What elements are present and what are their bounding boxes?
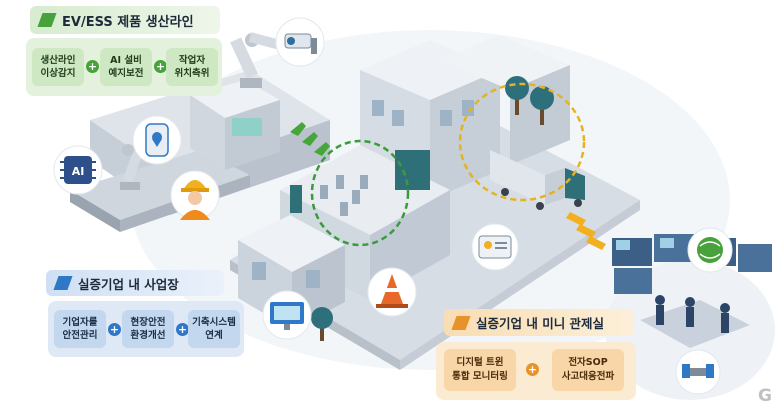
item-line1: 작업자 xyxy=(178,55,206,66)
worksite-title-bar: 실증기업 내 사업장 xyxy=(46,270,224,296)
section-marker-icon xyxy=(53,276,73,290)
location-tag-icon xyxy=(132,115,182,165)
worksite-item-1: 기업자를 안전관리 xyxy=(54,310,106,348)
plus-icon: + xyxy=(526,363,539,376)
item-line2: 통합 모니터링 xyxy=(452,371,508,382)
plus-icon: + xyxy=(86,60,99,73)
item-line1: 기축시스템 xyxy=(192,317,236,328)
production-line-item-1: 생산라인 이상감지 xyxy=(32,48,84,86)
control-room xyxy=(605,227,775,400)
globe-icon xyxy=(687,227,733,273)
item-line1: 전자SOP xyxy=(568,357,608,368)
id-card-icon xyxy=(471,223,519,271)
traffic-cone-icon xyxy=(367,267,417,317)
watermark: G xyxy=(758,386,772,406)
production-line-item-2: AI 설비 예지보전 xyxy=(100,48,152,86)
production-line-title: EV/ESS 제품 생산라인 xyxy=(62,14,194,30)
item-line1: 생산라인 xyxy=(40,55,76,66)
item-line1: AI 설비 xyxy=(110,55,142,66)
truck-icon xyxy=(490,150,585,210)
item-line2: 위치측위 xyxy=(174,68,210,79)
control-room-item-1: 디지털 트윈 통합 모니터링 xyxy=(444,349,516,391)
item-line2: 사고대응전파 xyxy=(561,371,615,382)
worksite-item-3: 기축시스템 연계 xyxy=(188,310,240,348)
monitor-icon xyxy=(262,290,312,340)
production-line-area: AI xyxy=(53,17,330,232)
robot-arm-icon xyxy=(120,144,144,190)
plus-icon: + xyxy=(176,323,189,336)
production-line-item-3: 작업자 위치측위 xyxy=(166,48,218,86)
tree-icon xyxy=(505,76,554,125)
flow-arrow-icon xyxy=(290,122,330,156)
satellite-icon xyxy=(675,349,721,395)
section-marker-icon xyxy=(451,315,471,330)
item-line1: 현장안전 xyxy=(130,317,166,328)
item-line1: 기업자를 xyxy=(62,317,98,328)
worker-icon xyxy=(170,170,220,220)
item-line2: 예지보전 xyxy=(108,68,144,79)
worksite-item-2: 현장안전 환경개선 xyxy=(122,310,174,348)
item-line2: 연계 xyxy=(205,330,223,341)
control-room-item-2: 전자SOP 사고대응전파 xyxy=(552,349,624,391)
green-focus-circle xyxy=(310,139,410,247)
flow-arrow-icon xyxy=(566,212,606,250)
item-line1: 디지털 트윈 xyxy=(456,357,504,368)
plus-icon: + xyxy=(154,60,167,73)
cctv-icon xyxy=(275,17,325,67)
production-line-title-bar: EV/ESS 제품 생산라인 xyxy=(30,6,220,34)
section-marker-icon xyxy=(37,13,57,27)
item-line2: 이상감지 xyxy=(40,68,76,79)
worksite-title: 실증기업 내 사업장 xyxy=(78,276,179,292)
svg-text:AI: AI xyxy=(72,165,85,178)
item-line2: 안전관리 xyxy=(62,330,98,341)
ai-chip-icon: AI xyxy=(53,145,103,195)
control-room-title: 실증기업 내 미니 관제실 xyxy=(476,316,605,331)
yellow-focus-circle xyxy=(458,82,586,202)
plus-icon: + xyxy=(108,323,121,336)
item-line2: 환경개선 xyxy=(130,330,166,341)
control-room-title-bar: 실증기업 내 미니 관제실 xyxy=(444,309,634,336)
